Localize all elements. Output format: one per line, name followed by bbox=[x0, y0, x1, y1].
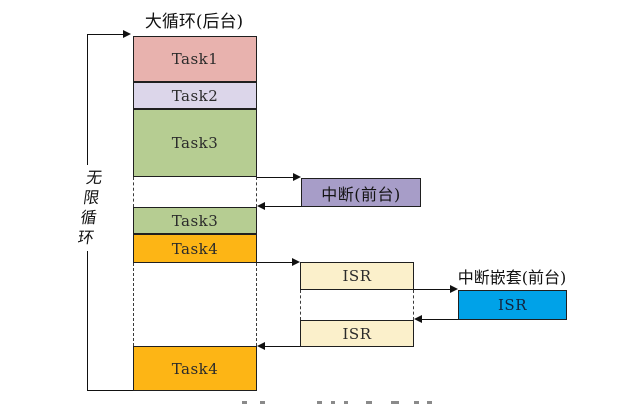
loop-entry-arrowhead-icon bbox=[123, 30, 131, 38]
stack-suspended-gap-1 bbox=[133, 177, 257, 207]
arrow-isr-return-head-icon bbox=[257, 342, 265, 350]
task3-box: Task3 bbox=[133, 109, 257, 177]
arrow-interrupt-return-line bbox=[264, 206, 301, 207]
task3-resume-label: Task3 bbox=[171, 211, 219, 230]
background-loop-title: 大循环(后台) bbox=[144, 12, 244, 32]
isr1-label: ISR bbox=[342, 267, 372, 285]
arrow-isr-to-nested-line bbox=[414, 289, 450, 290]
arrow-task4-to-isr-line bbox=[257, 262, 293, 263]
arrow-interrupt-return-head-icon bbox=[257, 202, 265, 210]
task1-label: Task1 bbox=[171, 50, 219, 68]
task4-resume-box: Task4 bbox=[133, 346, 257, 391]
isr2-label: ISR bbox=[342, 324, 372, 343]
interrupt-label: 中断(前台) bbox=[321, 184, 401, 204]
stack-suspended-gap-2 bbox=[133, 263, 257, 346]
task2-box: Task2 bbox=[133, 82, 257, 109]
isr-suspended-gap bbox=[300, 290, 414, 320]
arrow-task3-to-interrupt-head-icon bbox=[293, 173, 301, 181]
arrow-nested-return-line bbox=[421, 319, 458, 320]
nested-isr-label: ISR bbox=[498, 296, 527, 314]
task4-resume-label: Task4 bbox=[171, 359, 219, 378]
nested-isr-box: ISR bbox=[458, 290, 567, 320]
task4-box: Task4 bbox=[133, 234, 257, 263]
arrow-isr-to-nested-head-icon bbox=[450, 285, 458, 293]
task3-resume-box: Task3 bbox=[133, 207, 257, 234]
loop-top-line bbox=[87, 34, 123, 35]
task1-box: Task1 bbox=[133, 36, 257, 82]
arrow-task4-to-isr-head-icon bbox=[292, 258, 300, 266]
task3-label: Task3 bbox=[171, 134, 219, 152]
isr-box-2: ISR bbox=[300, 320, 414, 347]
arrow-isr-return-line bbox=[264, 346, 300, 347]
nested-interrupt-title: 中断嵌套(前台) bbox=[457, 268, 567, 287]
infinite-loop-label: 无限循环 bbox=[71, 165, 109, 251]
isr-box-1: ISR bbox=[300, 262, 414, 290]
loop-bottom-line bbox=[87, 390, 133, 391]
task2-label: Task2 bbox=[171, 86, 219, 105]
arrow-nested-return-head-icon bbox=[414, 315, 422, 323]
task4-label: Task4 bbox=[171, 239, 219, 258]
interrupt-box: 中断(前台) bbox=[301, 178, 421, 207]
arrow-task3-to-interrupt-line bbox=[257, 177, 295, 178]
